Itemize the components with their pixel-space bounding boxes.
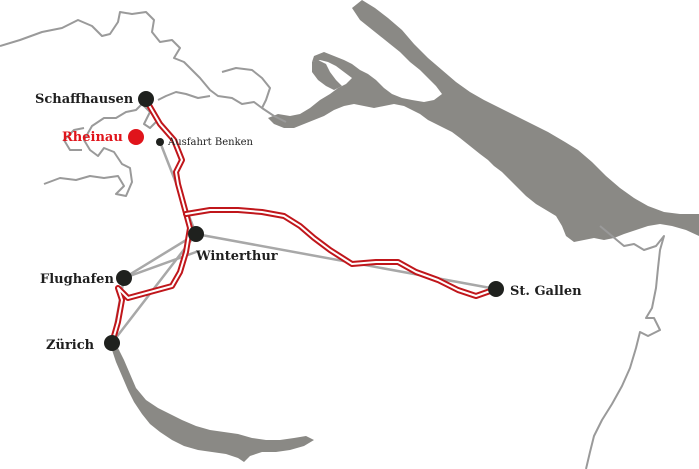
highlighted-route [109, 97, 499, 346]
country-borders [0, 11, 665, 469]
connection-flughafen-winterthur [122, 232, 198, 280]
route-winterthur-stgallen-inner [185, 209, 497, 297]
stations [104, 91, 504, 351]
node-benken[interactable] [156, 138, 164, 146]
label-schaffhausen: Schaffhausen [35, 92, 134, 107]
place-labels: Schaffhausen Rheinau Ausfahrt Benken Win… [35, 92, 582, 353]
node-stgallen[interactable] [488, 281, 504, 297]
lake-zurich [112, 348, 314, 462]
route-zurich-schaffhausen-inner [111, 99, 191, 344]
node-winterthur[interactable] [188, 226, 204, 242]
node-zurich[interactable] [104, 335, 120, 351]
node-flughafen[interactable] [116, 270, 132, 286]
label-zurich: Zürich [46, 338, 95, 353]
label-winterthur: Winterthur [195, 249, 278, 264]
label-stgallen: St. Gallen [510, 284, 582, 299]
node-rheinau[interactable] [128, 129, 144, 145]
connections [110, 140, 498, 345]
label-flughafen: Flughafen [40, 272, 114, 287]
lake-constance [268, 0, 699, 242]
label-benken: Ausfahrt Benken [167, 137, 254, 148]
label-rheinau: Rheinau [62, 130, 123, 145]
lake-constance-inlet [312, 60, 342, 90]
node-schaffhausen[interactable] [138, 91, 154, 107]
